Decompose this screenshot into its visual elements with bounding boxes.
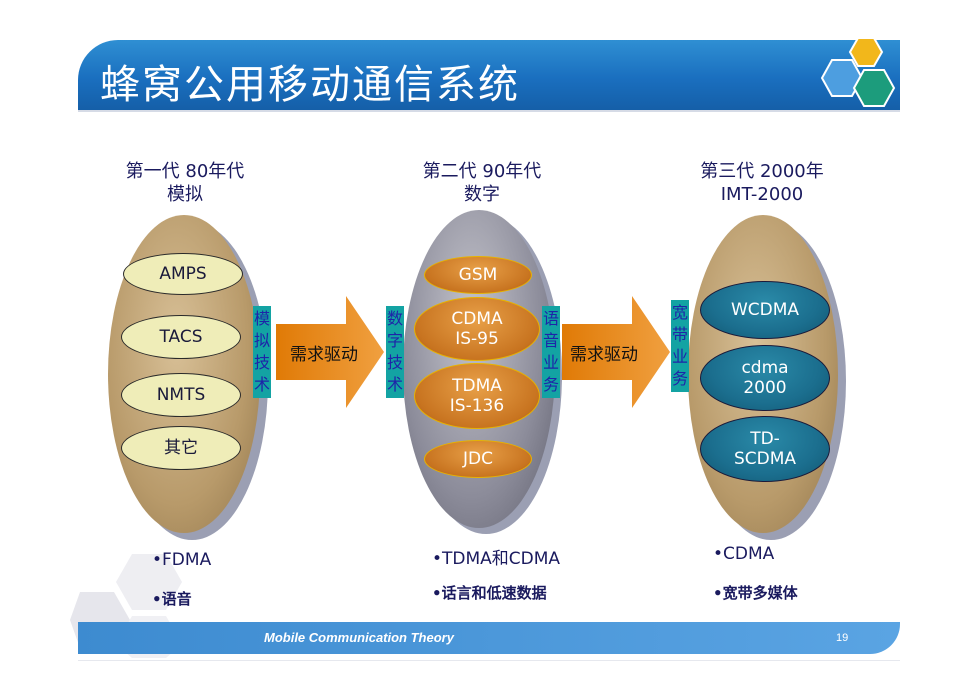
page-number: 19: [836, 632, 849, 644]
item-nmts-label: NMTS: [156, 385, 206, 405]
header-divider: [78, 110, 900, 112]
vlabel-char: 术: [386, 375, 403, 394]
gen2-heading: 第二代 90年代 数字: [382, 160, 582, 206]
hexagon-logo-icon: [820, 37, 896, 107]
item-nmts: NMTS: [121, 373, 241, 417]
item-tdma-label: TDMA: [452, 376, 502, 396]
item-wcdma: WCDMA: [700, 281, 830, 339]
gen1-bullet-voice: •语音: [152, 590, 192, 608]
item-amps-label: AMPS: [159, 264, 207, 284]
item-wcdma-label: WCDMA: [730, 300, 800, 320]
gen1-heading: 第一代 80年代 模拟: [85, 160, 285, 206]
demand-arrow-2-icon: [562, 296, 670, 408]
vlabel-char: 务: [542, 375, 559, 394]
item-tacs: TACS: [121, 315, 241, 359]
vlabel-char: 业: [542, 353, 559, 372]
vlabel-char: 数: [386, 309, 403, 328]
item-cdma2000-line2: 2000: [743, 378, 787, 398]
vlabel-char: 带: [671, 325, 688, 344]
gen3-heading-line2: IMT-2000: [720, 184, 804, 205]
gen3-bullet-multimedia: •宽带多媒体: [713, 584, 798, 602]
item-amps: AMPS: [123, 253, 243, 295]
vlabel-char: 音: [542, 331, 559, 350]
item-jdc: JDC: [424, 440, 532, 478]
demand-arrow-2-label: 需求驱动: [570, 345, 638, 365]
demand-arrow-1-icon: [276, 296, 384, 408]
item-is95-label: IS-95: [455, 329, 499, 349]
item-td-scdma: TD-SCDMA: [700, 416, 830, 482]
item-other: 其它: [121, 426, 241, 470]
vlabel-char: 务: [671, 369, 688, 388]
vlabel-char: 拟: [253, 331, 270, 350]
item-tacs-label: TACS: [159, 327, 203, 347]
vlabel-char: 模: [253, 309, 270, 328]
item-other-label: 其它: [164, 438, 198, 458]
vlabel-voice-service: 语 音 业 务: [542, 306, 560, 398]
gen2-heading-line2: 数字: [464, 184, 500, 205]
vlabel-char: 宽: [671, 303, 688, 322]
page-title: 蜂窝公用移动通信系统: [100, 62, 520, 108]
footer-course-title: Mobile Communication Theory: [264, 630, 454, 645]
demand-arrow-1-label: 需求驱动: [290, 345, 358, 365]
item-gsm-label: GSM: [458, 265, 498, 285]
footer-bar: [78, 622, 900, 654]
gen3-heading: 第三代 2000年 IMT-2000: [662, 160, 862, 206]
gen3-heading-line1: 第三代 2000年: [700, 161, 824, 182]
item-td-scdma-line2: SCDMA: [733, 449, 797, 469]
vlabel-char: 技: [386, 353, 403, 372]
vlabel-analog-tech: 模 拟 技 术: [253, 306, 271, 398]
item-td-scdma-line1: TD-: [750, 429, 780, 449]
item-jdc-label: JDC: [463, 449, 493, 469]
gen2-heading-line1: 第二代 90年代: [422, 161, 542, 182]
gen3-bullet-cdma: •CDMA: [713, 544, 775, 564]
vlabel-char: 字: [386, 331, 403, 350]
vlabel-char: 业: [671, 347, 688, 366]
header-bar: [78, 40, 900, 110]
vlabel-digital-tech: 数 字 技 术: [386, 306, 404, 398]
vlabel-char: 语: [542, 309, 559, 328]
vlabel-char: 技: [253, 353, 270, 372]
vlabel-char: 术: [253, 375, 270, 394]
item-gsm: GSM: [424, 256, 532, 294]
item-is136-label: IS-136: [449, 396, 505, 416]
vlabel-broadband-service: 宽 带 业 务: [671, 300, 689, 392]
gen2-bullet-tdma-cdma: •TDMA和CDMA: [432, 549, 561, 569]
item-cdma2000-line1: cdma: [741, 358, 789, 378]
gen1-heading-line1: 第一代 80年代: [125, 161, 245, 182]
gen1-bullet-fdma: •FDMA: [152, 550, 212, 570]
bottom-divider: [78, 660, 900, 661]
gen1-heading-line2: 模拟: [167, 184, 203, 205]
gen2-bullet-voice-data: •话言和低速数据: [432, 584, 547, 602]
item-cdma-label: CDMA: [451, 309, 503, 329]
